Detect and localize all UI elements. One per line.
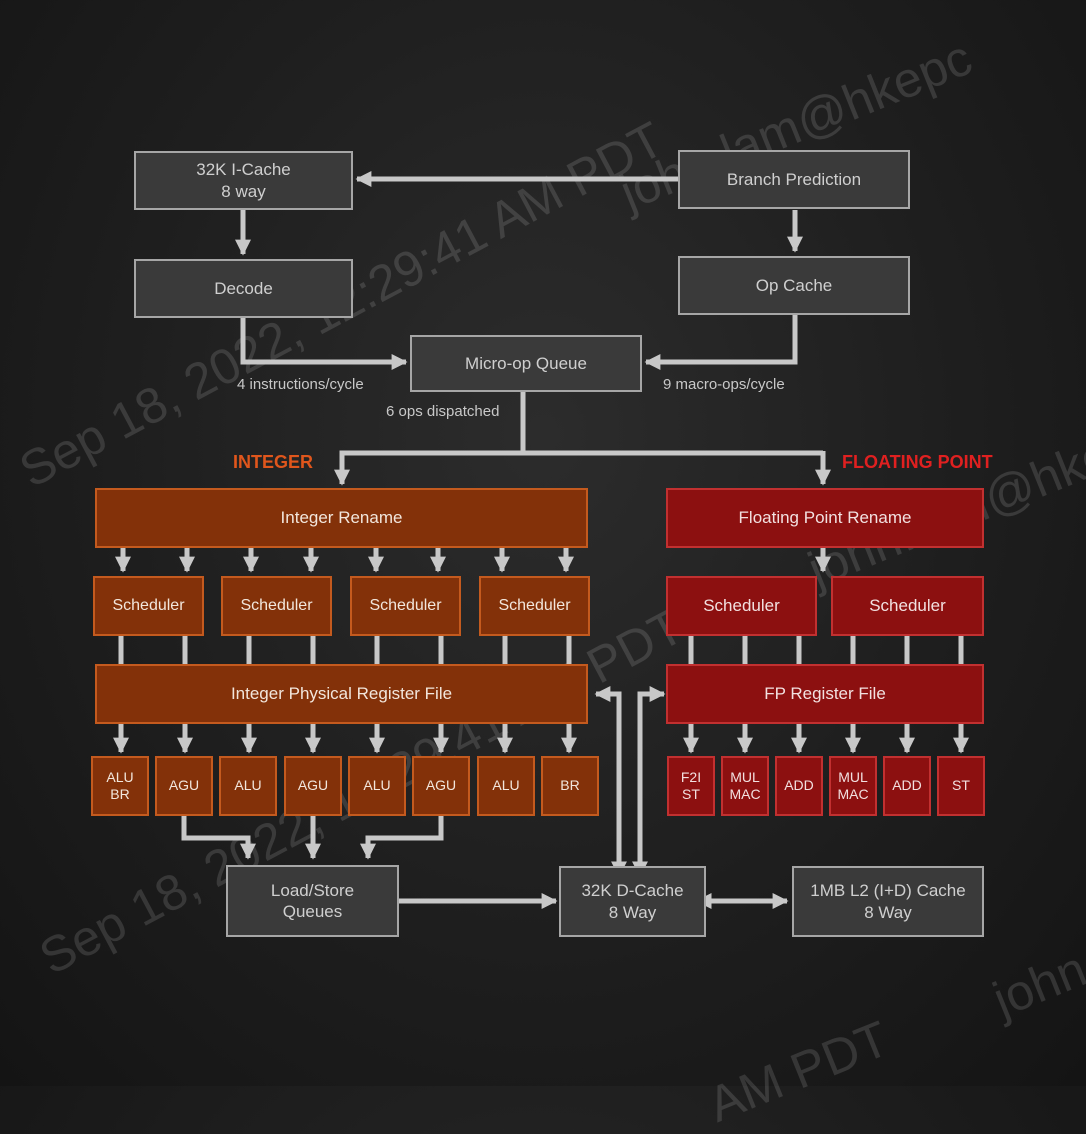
unit-label: BR <box>110 786 130 802</box>
integer-scheduler: Scheduler <box>93 576 204 636</box>
fp-heading: FLOATING POINT <box>842 452 993 472</box>
microop-queue-label: Micro-op Queue <box>465 353 587 373</box>
icache-assoc: 8 way <box>221 181 266 201</box>
fp-exec-unit: ADD <box>883 756 931 816</box>
unit-label: ALU <box>363 777 391 794</box>
integer-rename-box: Integer Rename <box>95 488 588 548</box>
fp-exec-unit: ST <box>937 756 985 816</box>
integer-exec-unit: ALU <box>477 756 535 816</box>
unit-label: AGU <box>425 777 457 794</box>
load-store-label: Load/Store <box>270 880 355 900</box>
integer-exec-unit: AGU <box>412 756 470 816</box>
load-store-queues-box: Load/Store Queues <box>226 865 399 937</box>
line-int-sched-rf <box>118 636 572 664</box>
unit-label: AGU <box>297 777 329 794</box>
unit-label: ADD <box>784 777 814 794</box>
line-fp-sched-rf <box>688 636 964 664</box>
decode-box: Decode <box>134 259 353 318</box>
arrow-dcache-int-rf <box>594 685 628 878</box>
l2-cache-size: 1MB L2 (I+D) Cache <box>810 881 966 901</box>
integer-exec-unit: ALU <box>219 756 277 816</box>
fp-rename-label: Floating Point Rename <box>738 508 912 528</box>
dispatch-label: 6 ops dispatched <box>386 403 500 420</box>
unit-label: F2I <box>680 768 702 785</box>
branch-prediction-box: Branch Prediction <box>678 150 910 209</box>
integer-exec-unit: ALU <box>348 756 406 816</box>
icache-size: 32K I-Cache <box>196 160 291 180</box>
arrow-agu-to-lsq <box>181 816 257 860</box>
scheduler-label: Scheduler <box>240 597 313 614</box>
integer-register-file-box: Integer Physical Register File <box>95 664 588 724</box>
scheduler-label: Scheduler <box>112 597 185 614</box>
l2-cache-assoc: 8 Way <box>864 902 912 922</box>
l2-cache-box: 1MB L2 (I+D) Cache 8 Way <box>792 866 984 937</box>
fp-rename-box: Floating Point Rename <box>666 488 984 548</box>
microop-queue-box: Micro-op Queue <box>410 335 642 392</box>
unit-label: ALU <box>492 777 520 794</box>
unit-label: BR <box>560 777 580 794</box>
integer-register-file-label: Integer Physical Register File <box>230 684 453 704</box>
dcache-assoc: 8 Way <box>608 902 657 922</box>
cpu-core-diagram: 32K I-Cache 8 way Branch Prediction Deco… <box>91 150 993 937</box>
fp-scheduler: Scheduler <box>666 576 817 636</box>
arrow-opcache-to-queue <box>644 315 798 371</box>
integer-exec-unit: BR <box>541 756 599 816</box>
scheduler-label: Scheduler <box>869 596 946 616</box>
connector-arrows <box>112 170 970 910</box>
branch-prediction-label: Branch Prediction <box>726 169 862 189</box>
integer-rename-label: Integer Rename <box>280 508 403 528</box>
fp-register-file-label: FP Register File <box>764 684 886 704</box>
unit-label: MAC <box>837 786 869 802</box>
unit-label: ST <box>952 777 970 794</box>
arrow-agu-to-lsq <box>359 816 444 860</box>
op-cache-box: Op Cache <box>678 256 910 315</box>
op-cache-label: Op Cache <box>755 275 833 295</box>
arrow-dcache-fp-rf <box>631 685 666 878</box>
arrow-split-to-integer <box>333 450 823 486</box>
dcache-box: 32K D-Cache 8 Way <box>559 866 706 937</box>
unit-label: ADD <box>892 777 922 794</box>
icache-box: 32K I-Cache 8 way <box>134 151 353 210</box>
load-store-label: Queues <box>282 902 343 921</box>
dcache-size: 32K D-Cache <box>581 881 684 901</box>
integer-scheduler: Scheduler <box>221 576 332 636</box>
integer-heading: INTEGER <box>233 452 314 472</box>
fp-scheduler: Scheduler <box>831 576 984 636</box>
fp-register-file-box: FP Register File <box>666 664 984 724</box>
integer-scheduler: Scheduler <box>479 576 590 636</box>
unit-label: MUL <box>838 768 868 785</box>
scheduler-label: Scheduler <box>498 597 571 614</box>
fp-exec-unit: ADD <box>775 756 823 816</box>
unit-label: ST <box>682 786 700 802</box>
arrow-decode-to-queue <box>240 318 408 371</box>
integer-scheduler: Scheduler <box>350 576 461 636</box>
scheduler-label: Scheduler <box>703 596 780 616</box>
unit-label: ALU <box>234 777 262 794</box>
unit-label: AGU <box>168 777 200 794</box>
unit-label: ALU <box>106 768 134 785</box>
decode-label: Decode <box>214 278 273 298</box>
unit-label: MAC <box>729 786 761 802</box>
scheduler-label: Scheduler <box>369 597 442 614</box>
decode-rate-label: 4 instructions/cycle <box>237 376 364 393</box>
unit-label: MUL <box>730 768 760 785</box>
integer-exec-unit: AGU <box>155 756 213 816</box>
integer-exec-unit: AGU <box>284 756 342 816</box>
opcache-rate-label: 9 macro-ops/cycle <box>663 376 785 393</box>
